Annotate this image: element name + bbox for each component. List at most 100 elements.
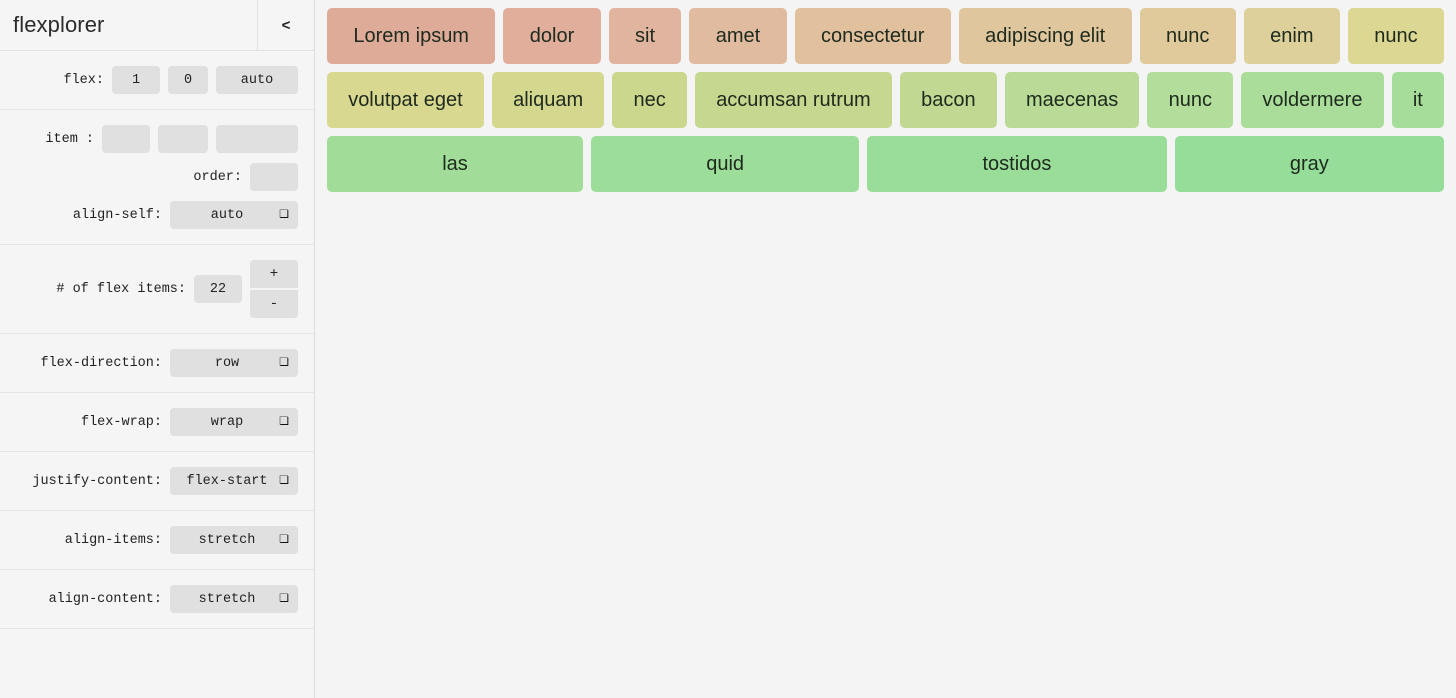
flex-preview-area: Lorem ipsum dolor sit amet consectetur adipis… [315, 0, 1456, 698]
flex-item[interactable]: bacon [899, 72, 997, 128]
flex-item-label: las [442, 152, 468, 175]
flex-item-label: gray [1289, 152, 1329, 175]
row-item-flex: item : [0, 120, 298, 158]
item-flex-grow-input[interactable] [102, 125, 150, 153]
flex-item[interactable]: nunc [1347, 8, 1445, 64]
flex-item-label: maecenas [1025, 88, 1119, 111]
flex-item[interactable]: nec [612, 72, 687, 128]
flex-item-label: nunc [1374, 24, 1418, 47]
flex-basis-input[interactable] [216, 66, 298, 94]
flex-grow-input[interactable] [112, 66, 160, 94]
item-flex-basis-input[interactable] [216, 125, 298, 153]
flex-item-label: quid [706, 152, 745, 175]
sidebar: flexplorer < flex: item : order: [0, 0, 315, 698]
order-label: order: [193, 169, 242, 185]
align-items-select-wrap: stretch ❏ [170, 526, 298, 554]
row-justify-content: justify-content: flex-start ❏ [0, 462, 298, 500]
flex-item-label: volutpat eget [348, 88, 463, 111]
flex-item[interactable]: aliquam [491, 72, 605, 128]
flex-direction-select-wrap: row ❏ [170, 349, 298, 377]
row-flex-wrap: flex-wrap: wrap ❏ [0, 403, 298, 441]
sidebar-header: flexplorer < [0, 0, 314, 51]
flex-item-label: Lorem ipsum [353, 24, 469, 47]
flex-wrap-label: flex-wrap: [80, 414, 162, 430]
flex-item[interactable]: it [1391, 72, 1445, 128]
flex-item-label: enim [1270, 24, 1314, 47]
flex-item[interactable]: volutpat eget [327, 72, 484, 128]
align-content-select-wrap: stretch ❏ [170, 585, 298, 613]
flex-item-label: accumsan rutrum [716, 88, 871, 111]
section-flex-wrap: flex-wrap: wrap ❏ [0, 393, 314, 452]
row-align-content: align-content: stretch ❏ [0, 580, 298, 618]
flex-direction-select[interactable]: row [170, 349, 298, 377]
flex-item[interactable]: adipiscing elit [958, 8, 1132, 64]
row-align-items: align-items: stretch ❏ [0, 521, 298, 559]
justify-content-label: justify-content: [32, 473, 162, 489]
app-title: flexplorer [13, 12, 105, 37]
justify-content-select[interactable]: flex-start [170, 467, 298, 495]
flex-shrink-input[interactable] [168, 66, 208, 94]
flex-item[interactable]: gray [1174, 136, 1444, 192]
flex-item-label: adipiscing elit [985, 24, 1106, 47]
flex-item[interactable]: las [327, 136, 584, 192]
align-self-select[interactable]: auto [170, 201, 298, 229]
flex-item-label: bacon [921, 88, 976, 111]
chevron-left-icon: < [281, 16, 291, 34]
sidebar-collapse-button[interactable]: < [257, 0, 314, 50]
item-count-input[interactable] [194, 275, 242, 303]
align-content-select[interactable]: stretch [170, 585, 298, 613]
flex-item-label: it [1412, 88, 1423, 111]
item-count-decrement-button[interactable]: - [250, 290, 298, 318]
flex-wrap-select[interactable]: wrap [170, 408, 298, 436]
flex-item[interactable]: nunc [1139, 8, 1236, 64]
flex-direction-label: flex-direction: [40, 355, 162, 371]
section-align-items: align-items: stretch ❏ [0, 511, 314, 570]
flex-wrap-select-wrap: wrap ❏ [170, 408, 298, 436]
flex-item-label: voldermere [1262, 88, 1363, 111]
flex-item-label: amet [715, 24, 761, 47]
flex-item[interactable]: accumsan rutrum [695, 72, 892, 128]
flex-item-label: aliquam [513, 88, 584, 111]
item-count-increment-button[interactable]: + [250, 260, 298, 288]
flex-item[interactable]: tostidos [867, 136, 1167, 192]
flex-item-label: sit [635, 24, 655, 47]
flex-container: Lorem ipsum dolor sit amet consectetur adipis… [323, 8, 1448, 200]
flex-item[interactable]: enim [1243, 8, 1340, 64]
flex-item[interactable]: consectetur [794, 8, 951, 64]
flex-item[interactable]: sit [608, 8, 682, 64]
section-flex-direction: flex-direction: row ❏ [0, 334, 314, 393]
align-items-select[interactable]: stretch [170, 526, 298, 554]
flex-item[interactable]: maecenas [1004, 72, 1140, 128]
row-flex-shorthand: flex: [0, 61, 298, 99]
item-count-stepper: + - [250, 260, 298, 318]
item-flex-shrink-input[interactable] [158, 125, 208, 153]
section-item: item : order: align-self: auto ❏ [0, 110, 314, 245]
section-item-count: # of flex items: + - [0, 245, 314, 334]
align-self-select-wrap: auto ❏ [170, 201, 298, 229]
flex-item[interactable]: amet [689, 8, 787, 64]
flex-item[interactable]: nunc [1147, 72, 1234, 128]
flex-item-label: dolor [529, 24, 575, 47]
align-content-label: align-content: [48, 591, 162, 607]
flex-item-label: tostidos [982, 152, 1052, 175]
section-flex-shorthand: flex: [0, 51, 314, 110]
section-align-content: align-content: stretch ❏ [0, 570, 314, 629]
flex-item-label: nunc [1166, 24, 1210, 47]
order-input[interactable] [250, 163, 298, 191]
section-justify-content: justify-content: flex-start ❏ [0, 452, 314, 511]
flex-item[interactable]: quid [591, 136, 860, 192]
row-item-order: order: [0, 158, 298, 196]
flex-item[interactable]: Lorem ipsum [327, 8, 496, 64]
row-align-self: align-self: auto ❏ [0, 196, 298, 234]
align-items-label: align-items: [64, 532, 162, 548]
row-flex-direction: flex-direction: row ❏ [0, 344, 298, 382]
item-label: item : [45, 131, 94, 147]
item-count-label: # of flex items: [56, 281, 186, 297]
flex-shorthand-label: flex: [63, 72, 104, 88]
justify-content-select-wrap: flex-start ❏ [170, 467, 298, 495]
flex-item[interactable]: dolor [503, 8, 601, 64]
flex-item-label: nunc [1168, 88, 1213, 111]
flex-item[interactable]: voldermere [1241, 72, 1384, 128]
flex-item-label: consectetur [821, 24, 925, 47]
